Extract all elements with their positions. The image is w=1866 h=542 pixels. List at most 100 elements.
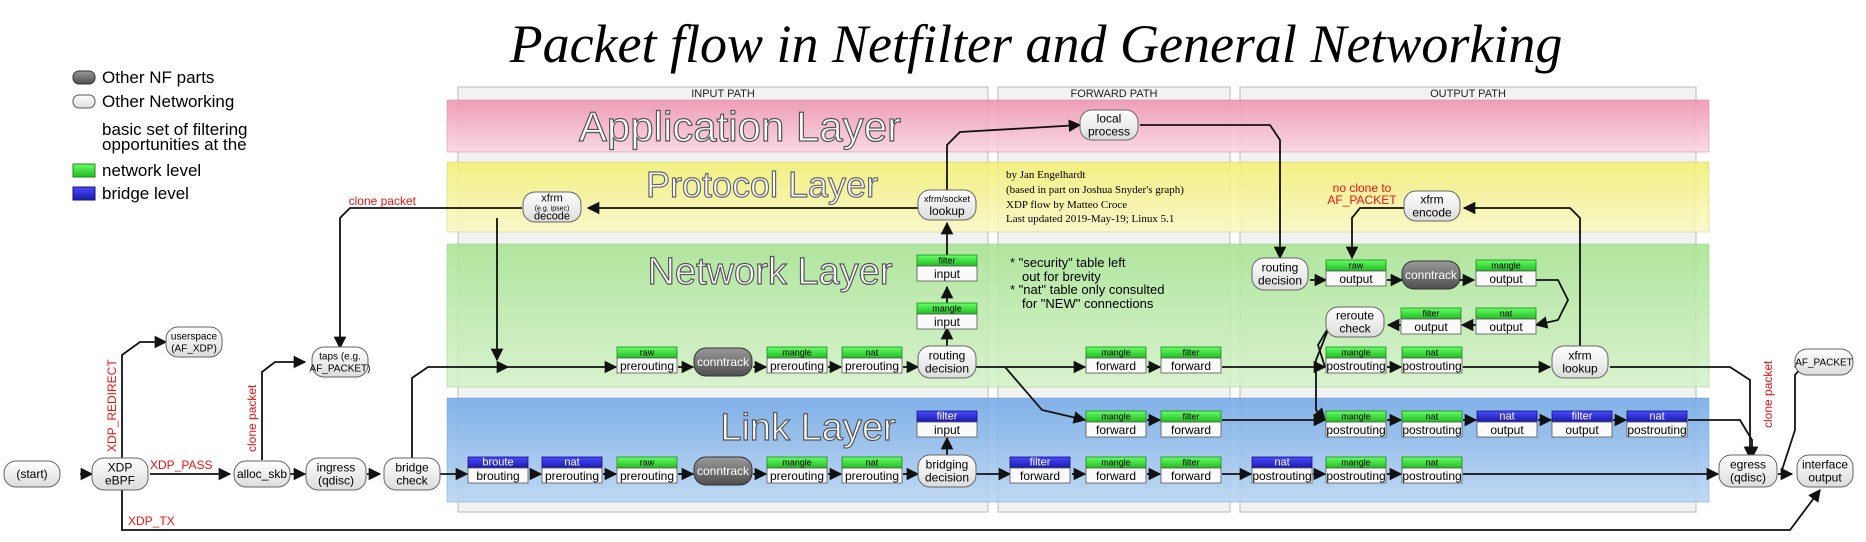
chain-hook-label: postrouting xyxy=(1402,469,1461,483)
node-label: reroute xyxy=(1336,309,1374,323)
node-shape xyxy=(1251,257,1309,291)
chain-hook-label: forward xyxy=(1171,469,1211,483)
chain-table-label: nat xyxy=(1500,309,1513,319)
no-clone-label-2: AF_PACKET xyxy=(1327,193,1397,207)
chain-table-label: mangle xyxy=(1341,348,1371,358)
note-line: * "nat" table only consulted xyxy=(1010,282,1165,297)
chain-hook-label: output xyxy=(1565,423,1599,437)
clone-packet-label: clone packet xyxy=(349,194,417,208)
edge-clone-taps xyxy=(261,355,307,460)
clone-packet-egress-label: clone packet xyxy=(1761,360,1775,428)
chain-body xyxy=(841,467,903,484)
legend-swatch-bridge-level xyxy=(72,186,96,201)
chain-hook-label: postrouting xyxy=(1326,423,1385,437)
chain-body xyxy=(1009,467,1071,484)
chain-body xyxy=(1476,421,1538,438)
chain-table-label: nat xyxy=(866,348,879,358)
node-shape xyxy=(1401,260,1461,290)
node-shape xyxy=(3,460,61,488)
node-label: (start) xyxy=(16,467,47,481)
node-shape xyxy=(1403,190,1461,222)
node-label: decision xyxy=(925,362,969,376)
legend: Other NF parts Other Networking basic se… xyxy=(72,68,248,203)
credit-line: by Jan Engelhardt xyxy=(1006,169,1085,181)
note-line: for "NEW" connections xyxy=(1022,296,1154,311)
node-shape xyxy=(917,189,977,221)
chain-body xyxy=(541,467,603,484)
chain-table-label: filter xyxy=(938,256,955,266)
red-labels: clone packet no clone to AF_PACKET XDP_P… xyxy=(105,181,1775,528)
node-label: xfrm/socket xyxy=(924,194,971,204)
chain-table-label: filter xyxy=(1182,348,1199,358)
af-packet-node: AF_PACKET xyxy=(1794,348,1854,376)
node-label: XDP xyxy=(108,461,133,475)
chain-hook-label: brouting xyxy=(476,469,519,483)
node-label: check xyxy=(1339,322,1371,336)
node-label: (e.g. ipsec) xyxy=(535,206,570,213)
chain-hook-label: output xyxy=(1490,423,1524,437)
node-label: local xyxy=(1097,112,1122,126)
chain-table-label: nat xyxy=(1426,412,1439,422)
ingress-qdisc-node: ingress(qdisc) xyxy=(305,457,367,491)
chain-table-label: filter xyxy=(1182,458,1199,468)
node-label: alloc_skb xyxy=(237,467,287,481)
chain-body xyxy=(1551,421,1613,438)
protocol-layer-band xyxy=(446,161,1710,233)
edge xyxy=(1140,124,1287,260)
chain-table-label: mangle xyxy=(932,304,962,314)
node-label: (qdisc) xyxy=(318,474,354,488)
no-clone-label-1: no clone to xyxy=(1333,181,1392,195)
protocol-layer-label: Protocol Layer xyxy=(646,164,878,205)
xfrm-decode-node: xfrm(e.g. ipsec)decode xyxy=(522,191,582,223)
chain-table-label: filter xyxy=(1572,411,1593,423)
chain-table-label: raw xyxy=(1349,261,1364,271)
node-shape xyxy=(91,457,149,491)
chain-hook-label: postrouting xyxy=(1402,423,1461,437)
chain-body xyxy=(766,467,828,484)
chain-body xyxy=(1401,467,1463,484)
chain-body xyxy=(766,357,828,374)
link-layer-label: Link Layer xyxy=(720,407,896,449)
chain-table-label: mangle xyxy=(782,458,812,468)
chain-hook-label: input xyxy=(934,267,961,281)
node-label: (AF_XDP) xyxy=(171,344,217,355)
note-line: * "security" table left xyxy=(1010,255,1126,270)
node-label: decision xyxy=(1258,274,1302,288)
edges xyxy=(80,119,1821,531)
node-label: decode xyxy=(534,211,570,223)
edge xyxy=(1345,207,1404,260)
node-shape xyxy=(917,454,977,488)
node-label: check xyxy=(396,474,428,488)
node-shape xyxy=(311,346,369,378)
node-label: interface xyxy=(1802,458,1848,472)
chain-hook-label: prerouting xyxy=(620,359,674,373)
chain-hook-label: prerouting xyxy=(845,359,899,373)
chain-table-label: nat xyxy=(1274,457,1289,469)
chain-table-label: filter xyxy=(1030,457,1051,469)
chain-hook-label: input xyxy=(934,315,961,329)
edge xyxy=(1312,329,1329,421)
chain-hook-label: forward xyxy=(1171,359,1211,373)
edge-bridge-up xyxy=(411,360,510,460)
chain-body xyxy=(916,421,978,438)
chain-table-label: mangle xyxy=(782,348,812,358)
conntrack-node-link: conntrack xyxy=(693,456,753,486)
chain-body xyxy=(1475,270,1537,287)
chain-body xyxy=(616,357,678,374)
chain-hook-label: postrouting xyxy=(1252,469,1311,483)
edge xyxy=(1534,279,1570,329)
chain-body xyxy=(1251,467,1313,484)
